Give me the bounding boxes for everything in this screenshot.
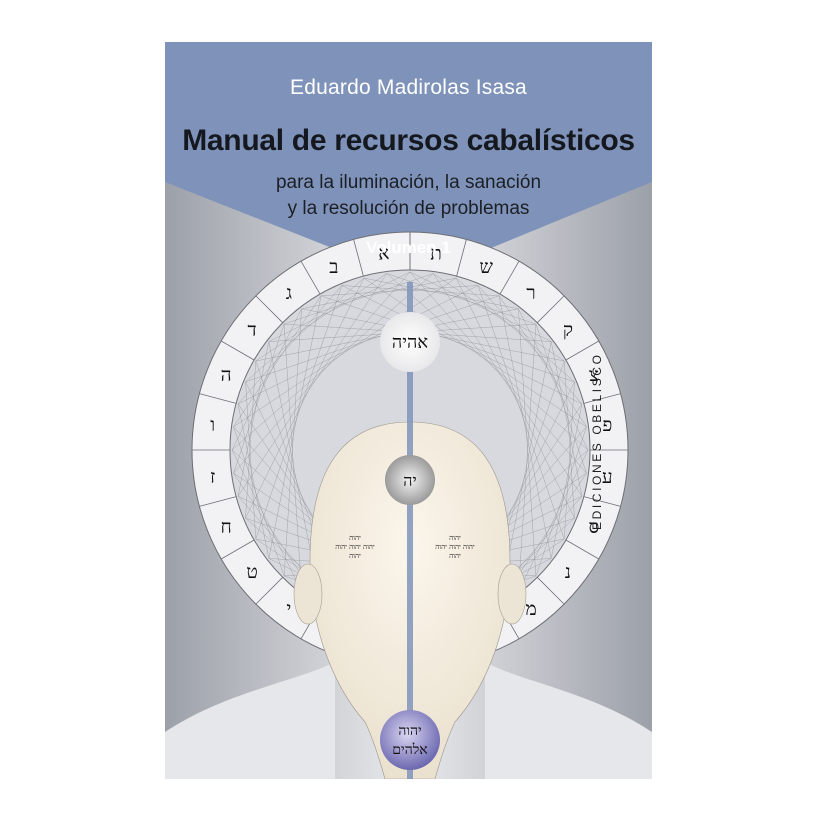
ring-letter: ח bbox=[220, 516, 231, 538]
ring-letter: ד bbox=[248, 319, 257, 341]
volume-label: Volumen 1 bbox=[366, 238, 451, 257]
left-eye-line-3: יהוה bbox=[349, 552, 361, 560]
ring-letter: נ bbox=[565, 561, 571, 583]
ring-letter: ת bbox=[430, 243, 442, 265]
ring-letter: ב bbox=[329, 256, 338, 278]
ring-letter: ז bbox=[210, 466, 215, 488]
ring-letter: ע bbox=[602, 466, 613, 488]
ring-letter: ק bbox=[563, 319, 573, 341]
ring-letter: ה bbox=[221, 364, 232, 386]
author-name: Eduardo Madirolas Isasa bbox=[290, 76, 527, 99]
ring-letter: ג bbox=[286, 282, 292, 304]
hebrew-letter-ring: א ב ג ד ה ו ז ח ט י ת ש ר ק צ פ ע ס נ מ bbox=[210, 243, 613, 620]
ring-letter: ט bbox=[246, 561, 257, 583]
forehead-circle bbox=[385, 455, 435, 505]
right-ear bbox=[497, 563, 527, 625]
ring-letter: ו bbox=[210, 414, 215, 436]
ring-letter: מ bbox=[525, 598, 536, 620]
crown-name: אהיה bbox=[392, 332, 428, 353]
title-banner bbox=[165, 42, 652, 280]
throat-name-top: יהוה bbox=[398, 723, 421, 739]
publisher-name: EDICIONES OBELISCO bbox=[590, 352, 604, 531]
ring-letter: ס bbox=[588, 516, 599, 538]
right-eye-line-2: יהוה יהוה יהוה bbox=[435, 543, 475, 551]
ring-letter: פ bbox=[602, 414, 612, 436]
subtitle-line-2: y la resolución de problemas bbox=[287, 198, 530, 219]
subtitle-line-1: para la iluminación, la sanación bbox=[275, 172, 542, 193]
book-title: Manual de recursos cabalísticos bbox=[182, 124, 635, 157]
ring-letter: י bbox=[286, 598, 291, 620]
central-axis bbox=[407, 282, 413, 779]
left-ear bbox=[293, 563, 323, 625]
right-eye-line-3: יהוה bbox=[449, 552, 461, 560]
ring-letter: ר bbox=[526, 282, 535, 304]
left-eye-line-2: יהוה יהוה יהוה bbox=[335, 543, 375, 551]
ring-letter: צ bbox=[589, 364, 599, 386]
ring-letter: ש bbox=[479, 256, 493, 278]
right-eye-line-1: יהוה bbox=[449, 534, 461, 542]
throat-circle bbox=[380, 710, 440, 770]
forehead-name: יה bbox=[403, 471, 416, 490]
right-shoulder bbox=[485, 662, 652, 779]
left-shoulder bbox=[165, 662, 335, 779]
throat-name-bottom: אלהים bbox=[392, 742, 427, 758]
ring-letter: א bbox=[378, 243, 389, 265]
crown-circle bbox=[380, 312, 440, 372]
left-eye-line-1: יהוה bbox=[349, 534, 361, 542]
